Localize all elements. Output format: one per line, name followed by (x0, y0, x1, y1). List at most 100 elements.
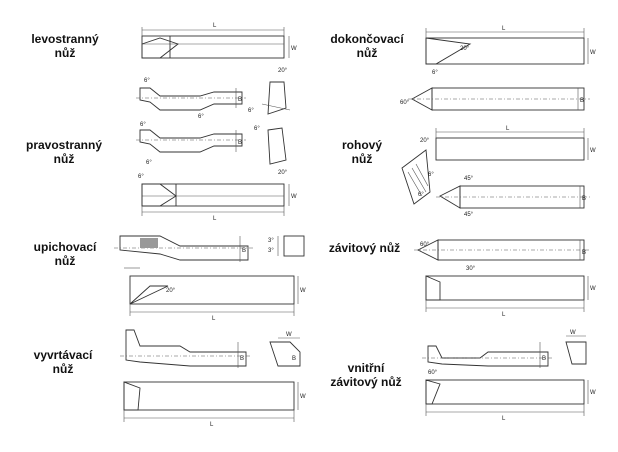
vnitrni-dim-L: L (502, 416, 506, 422)
label-line2: nůž (356, 46, 378, 60)
label-dokoncovaci-nuz: dokončovací nůž (322, 32, 412, 60)
upichovaci-top-bar (129, 275, 295, 305)
drawing-dokoncovaci: L 20° 6° W 60° B (400, 26, 596, 111)
upichovaci-angle-3: 3° (268, 238, 274, 244)
upichovaci-angle-3b: 3° (268, 248, 274, 254)
levostranny-dim-W: W (291, 46, 297, 52)
levostranny-side-view (139, 87, 243, 111)
drawing-zavitovy: 60° 30° B W L (414, 239, 596, 318)
zavitovy-top-tip (425, 275, 441, 301)
label-line2: nůž (351, 152, 373, 166)
vyvrtavaci-end-view (269, 341, 301, 367)
rohovy-angle-45: 45° (464, 176, 474, 182)
vyvrtavaci-top-bar (123, 381, 295, 411)
vnitrni-end-view (565, 341, 587, 365)
vyvrtavaci-dim-B: B (240, 356, 244, 362)
upichovaci-dim-B: B (242, 248, 246, 254)
pravostranny-top-bar (141, 183, 285, 207)
zavitovy-angle-60: 60° (420, 242, 430, 248)
drawing-vyvrtavaci: B W B W L (120, 329, 306, 428)
rohovy-dim-B: B (582, 196, 586, 202)
upichovaci-dim-L: L (212, 316, 216, 322)
label-levostranny-nuz: levostranný nůž (20, 32, 110, 60)
upichovaci-dim-W: W (300, 288, 306, 294)
upichovaci-tip-hatch (140, 238, 158, 248)
levostranny-end-view (267, 81, 287, 115)
drawing-pravostranny: B 6° 6° 6° 20° L W 6° (136, 122, 297, 222)
dokoncovaci-top-bar (425, 37, 585, 65)
vnitrni-top-tip (425, 379, 441, 405)
pravostranny-end-view (267, 127, 287, 165)
label-line1: upichovací (33, 240, 97, 254)
vyvrtavaci-end-dim-B: B (292, 356, 296, 362)
drawing-upichovaci: B 3° 3° 20° W L (114, 235, 306, 322)
dokoncovaci-angle-20: 20° (460, 46, 470, 52)
vyvrtavaci-dim-W2: W (300, 394, 306, 400)
upichovaci-end-view (283, 235, 305, 257)
vnitrni-dim-W2: W (590, 390, 596, 396)
label-line1: vnitřní (347, 361, 385, 375)
vnitrni-dim-W: W (570, 330, 576, 336)
label-line1: vyvrtávací (33, 348, 93, 362)
levostranny-angle-6b: 6° (198, 114, 204, 120)
zavitovy-dim-B: B (582, 250, 586, 256)
vyvrtavaci-dim-W: W (286, 332, 292, 338)
rohovy-top-bar (435, 137, 585, 161)
upichovaci-top-tip (129, 285, 169, 305)
rohovy-angle-6b: 6° (418, 192, 424, 198)
label-vyvrtavaci-nuz: vyvrtávací nůž (18, 348, 108, 376)
zavitovy-dim-W: W (590, 286, 596, 292)
rohovy-end-view (401, 149, 431, 205)
label-upichovaci-nuz: upichovací nůž (20, 240, 110, 268)
vyvrtavaci-dim-L: L (210, 422, 214, 428)
pravostranny-dim-L: L (213, 216, 217, 222)
vnitrni-side-view (427, 345, 549, 367)
pravostranny-top-head (141, 183, 177, 207)
drawing-vnitrni: B 60° W W L (422, 330, 596, 422)
pravostranny-angle-20: 20° (278, 170, 288, 176)
dokoncovaci-dim-B: B (580, 98, 584, 104)
label-vnitrni-zavitovy-nuz: vnitřní závitový nůž (322, 361, 410, 389)
label-line1: rohový (341, 138, 382, 152)
pravostranny-dim-B: B (238, 140, 242, 146)
label-line2: nůž (52, 362, 74, 376)
dokoncovaci-angle-60: 60° (400, 100, 410, 106)
vnitrni-dim-B: B (542, 356, 546, 362)
vyvrtavaci-top-tip (123, 381, 141, 411)
pravostranny-side-view (139, 129, 243, 153)
vnitrni-angle-60: 60° (428, 370, 438, 376)
pravostranny-angle-6b: 6° (146, 160, 152, 166)
pravostranny-angle-6c: 6° (254, 126, 260, 132)
rohovy-angle-45b: 45° (464, 212, 474, 218)
label-line1: levostranný (31, 32, 99, 46)
upichovaci-angle-20: 20° (166, 288, 176, 294)
label-line2: nůž (53, 152, 75, 166)
levostranny-angle-6: 6° (144, 78, 150, 84)
levostranny-angle-6c: 6° (248, 108, 254, 114)
zavitovy-angle-30: 30° (466, 266, 476, 272)
dokoncovaci-dim-W: W (590, 50, 596, 56)
label-rohovy-nuz: rohový nůž (322, 138, 402, 166)
rohovy-dim-L: L (506, 126, 510, 132)
pravostranny-dim-W: W (291, 194, 297, 200)
drawing-levostranny: L W B 6° 6° 20° 6° (136, 23, 297, 120)
dokoncovaci-top-head (425, 37, 472, 65)
label-zavitovy-nuz: závitový nůž (322, 241, 407, 255)
rohovy-angle-20: 20° (420, 138, 430, 144)
rohovy-angle-6: 6° (428, 172, 434, 178)
pravostranny-angle-6d: 6° (138, 174, 144, 180)
label-line2: nůž (54, 254, 76, 268)
label-line1: dokončovací (330, 32, 404, 46)
dokoncovaci-angle-6: 6° (432, 70, 438, 76)
dokoncovaci-dim-L: L (502, 26, 506, 32)
label-line1: pravostranný (25, 138, 103, 152)
levostranny-angle-20: 20° (278, 68, 288, 74)
label-line1: závitový nůž (328, 241, 401, 255)
drawing-rohovy: L W 20° 6° 6° 45° 45° B (401, 126, 596, 218)
label-pravostranny-nuz: pravostranný nůž (14, 138, 114, 166)
label-line2: nůž (54, 46, 76, 60)
levostranny-dim-B: B (238, 97, 242, 103)
pravostranny-angle-6: 6° (140, 122, 146, 128)
label-line2: závitový nůž (330, 375, 402, 389)
